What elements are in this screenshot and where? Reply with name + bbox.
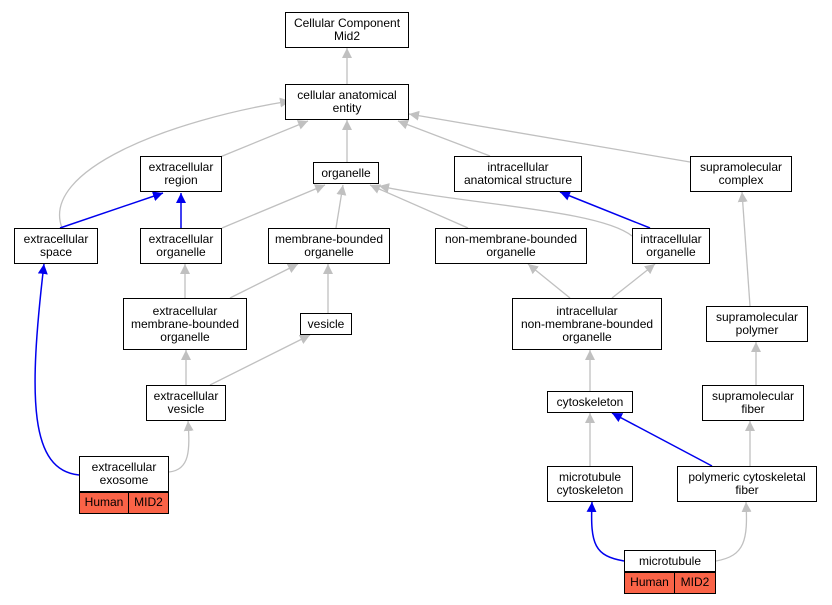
gene-label: MID2 (134, 495, 163, 509)
node-label-line: intracellular (487, 160, 549, 174)
node-label-line: organelle (646, 245, 696, 259)
species-label: Human (84, 495, 124, 509)
node-label-line: fiber (741, 402, 765, 416)
node-label-line: extracellular (23, 232, 89, 246)
node-label-line: cytoskeleton (556, 394, 624, 409)
node-label-line: supramolecular (699, 160, 783, 174)
node-label-line: organelle (160, 329, 210, 344)
species-tag-microtubule: Human (624, 572, 675, 594)
node-label-line: intracellular (640, 232, 702, 246)
edge-intnmbo-to-intorg (611, 263, 656, 299)
edge-intorg-to-organelle (378, 183, 633, 237)
node-label-line: intracellular (556, 303, 618, 318)
node-label-line: organelle (304, 245, 354, 259)
node-label-line: cellular anatomical (297, 88, 397, 102)
edge-microtubule-to-mtcytosk (586, 501, 625, 562)
edge-exspace-to-cae (59, 97, 291, 229)
node-label-line: extracellular (153, 389, 219, 403)
edge-exreg-to-cae (219, 120, 309, 158)
node-label-line: organelle (156, 245, 206, 259)
node-label-line: extracellular (148, 232, 214, 246)
edge-exosome-to-exves (168, 420, 194, 473)
edge-exves-to-vesicle (209, 334, 311, 386)
edge-intnmbo-to-nmbo (527, 263, 571, 299)
node-label-line: non-membrane-bounded (520, 316, 654, 331)
node-label-line: polymer (735, 323, 779, 337)
node-label-line: membrane-bounded (130, 316, 240, 331)
node-label-line: region (164, 173, 198, 187)
edge-microtubule-to-polyfib (715, 501, 752, 562)
edge-suppoly-to-supcx (737, 191, 751, 307)
edge-ias-to-cae (397, 119, 491, 157)
node-label-line: polymeric cytoskeletal (688, 470, 806, 484)
edge-mbo-to-organelle (335, 184, 347, 229)
edge-supcx-to-cae (408, 110, 691, 163)
node-label-line: exosome (99, 473, 149, 487)
node-vesicle[interactable]: vesicle (300, 313, 352, 335)
edge-intorg-to-ias (559, 191, 651, 229)
species-tag-exosome: Human (79, 492, 129, 514)
edge-exmbo-to-mbo (229, 263, 299, 299)
node-label-line: organelle (486, 245, 536, 259)
node-organelle[interactable]: organelle (313, 162, 379, 184)
edge-exorg-to-organelle (221, 184, 326, 229)
node-label-line: supramolecular (711, 389, 795, 403)
gene-tag-microtubule: MID2 (674, 572, 716, 594)
node-label-line: membrane-bounded (274, 232, 384, 246)
node-label-line: extracellular (152, 303, 218, 318)
node-label-line: supramolecular (715, 310, 799, 324)
node-microtubule[interactable]: microtubule (624, 550, 716, 572)
edge-exspace-to-exreg (59, 191, 164, 229)
species-label: Human (630, 575, 669, 589)
gene-tag-exosome: MID2 (128, 492, 169, 514)
node-label-line: organelle (562, 329, 612, 344)
node-label-line: Cellular Component (293, 16, 401, 30)
node-cytoskeleton[interactable]: cytoskeleton (547, 391, 633, 413)
node-label-line: vesicle (167, 402, 205, 416)
node-label-line: extracellular (148, 160, 214, 174)
node-label-line: extracellular (91, 460, 157, 474)
node-label-line: entity (332, 101, 362, 115)
node-label-line: fiber (735, 483, 759, 497)
node-label-line: vesicle (307, 316, 345, 331)
node-label-line: microtubule (558, 470, 621, 484)
node-label-line: Mid2 (333, 29, 360, 43)
node-label-line: organelle (321, 165, 371, 180)
node-label-line: cytoskeleton (556, 483, 624, 497)
node-label-line: space (39, 245, 72, 259)
edge-polyfib-to-cytosk (611, 412, 713, 467)
node-label-line: complex (718, 173, 764, 187)
node-label-line: microtubule (638, 553, 702, 568)
edge-exosome-to-exspace (34, 263, 80, 476)
node-label-line: anatomical structure (463, 173, 573, 187)
gene-label: MID2 (680, 575, 710, 589)
node-label-line: non-membrane-bounded (444, 232, 578, 246)
